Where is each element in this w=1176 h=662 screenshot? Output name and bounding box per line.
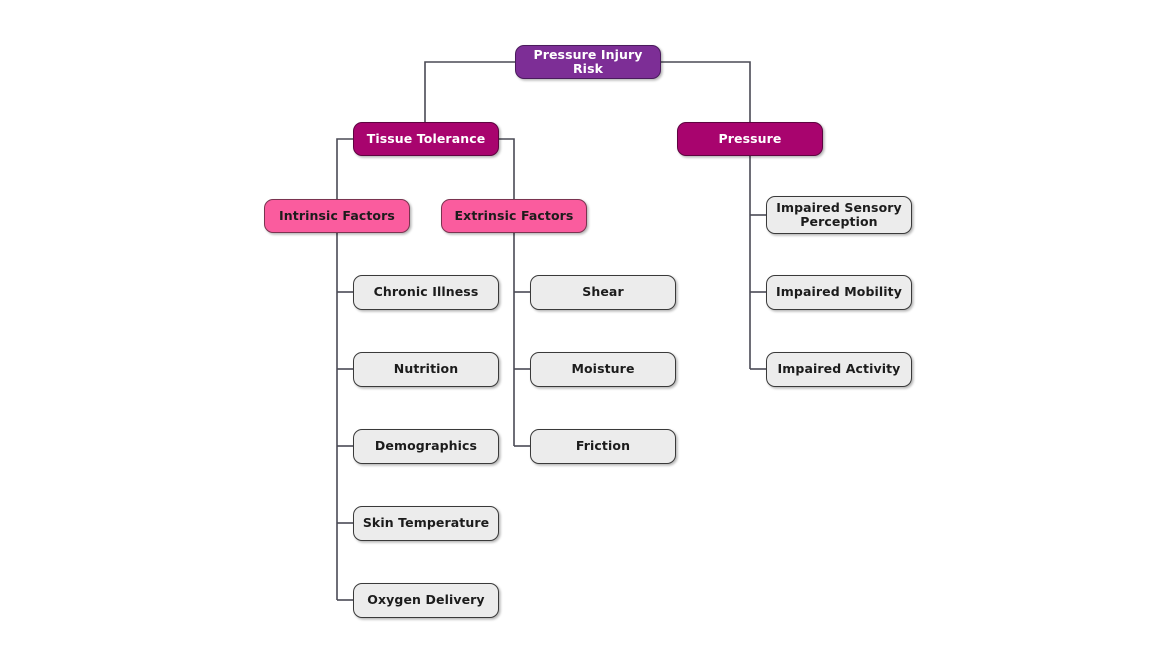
node-label: Pressure Injury Risk (533, 46, 643, 76)
leaf-shear[interactable]: Shear (530, 275, 676, 310)
node-label: Demographics (374, 438, 478, 454)
leaf-impaired-sensory-perception[interactable]: Impaired Sensory Perception (766, 196, 912, 234)
node-label: Shear (582, 284, 624, 300)
node-label: Tissue Tolerance (366, 130, 486, 146)
leaf-skin-temperature[interactable]: Skin Temperature (353, 506, 499, 541)
node-label: Oxygen Delivery (367, 592, 485, 608)
leaf-nutrition[interactable]: Nutrition (353, 352, 499, 387)
leaf-oxygen-delivery[interactable]: Oxygen Delivery (353, 583, 499, 618)
leaf-friction[interactable]: Friction (530, 429, 676, 464)
leaf-impaired-mobility[interactable]: Impaired Mobility (766, 275, 912, 310)
node-label: Impaired Activity (777, 361, 901, 377)
node-label: Skin Temperature (362, 515, 490, 531)
node-label: Nutrition (393, 361, 459, 377)
node-tissue-tolerance[interactable]: Tissue Tolerance (353, 122, 499, 156)
node-label: Intrinsic Factors (279, 207, 395, 223)
node-label: Friction (575, 438, 631, 454)
node-pressure[interactable]: Pressure (677, 122, 823, 156)
node-extrinsic-factors[interactable]: Extrinsic Factors (441, 199, 587, 233)
node-label: Chronic Illness (373, 284, 479, 300)
edge-root-to-pressure (661, 61, 751, 122)
node-label: Extrinsic Factors (454, 207, 574, 223)
node-label: Pressure (718, 130, 782, 146)
node-label: Moisture (571, 361, 635, 377)
edge-root-to-tissue_tolerance (424, 61, 515, 122)
node-label: Impaired Mobility (776, 284, 902, 300)
leaf-impaired-activity[interactable]: Impaired Activity (766, 352, 912, 387)
node-intrinsic-factors[interactable]: Intrinsic Factors (264, 199, 410, 233)
node-pressure-injury-risk[interactable]: Pressure Injury Risk (515, 45, 661, 79)
leaf-chronic-illness[interactable]: Chronic Illness (353, 275, 499, 310)
leaf-demographics[interactable]: Demographics (353, 429, 499, 464)
leaf-moisture[interactable]: Moisture (530, 352, 676, 387)
node-label: Impaired Sensory Perception (776, 199, 902, 229)
